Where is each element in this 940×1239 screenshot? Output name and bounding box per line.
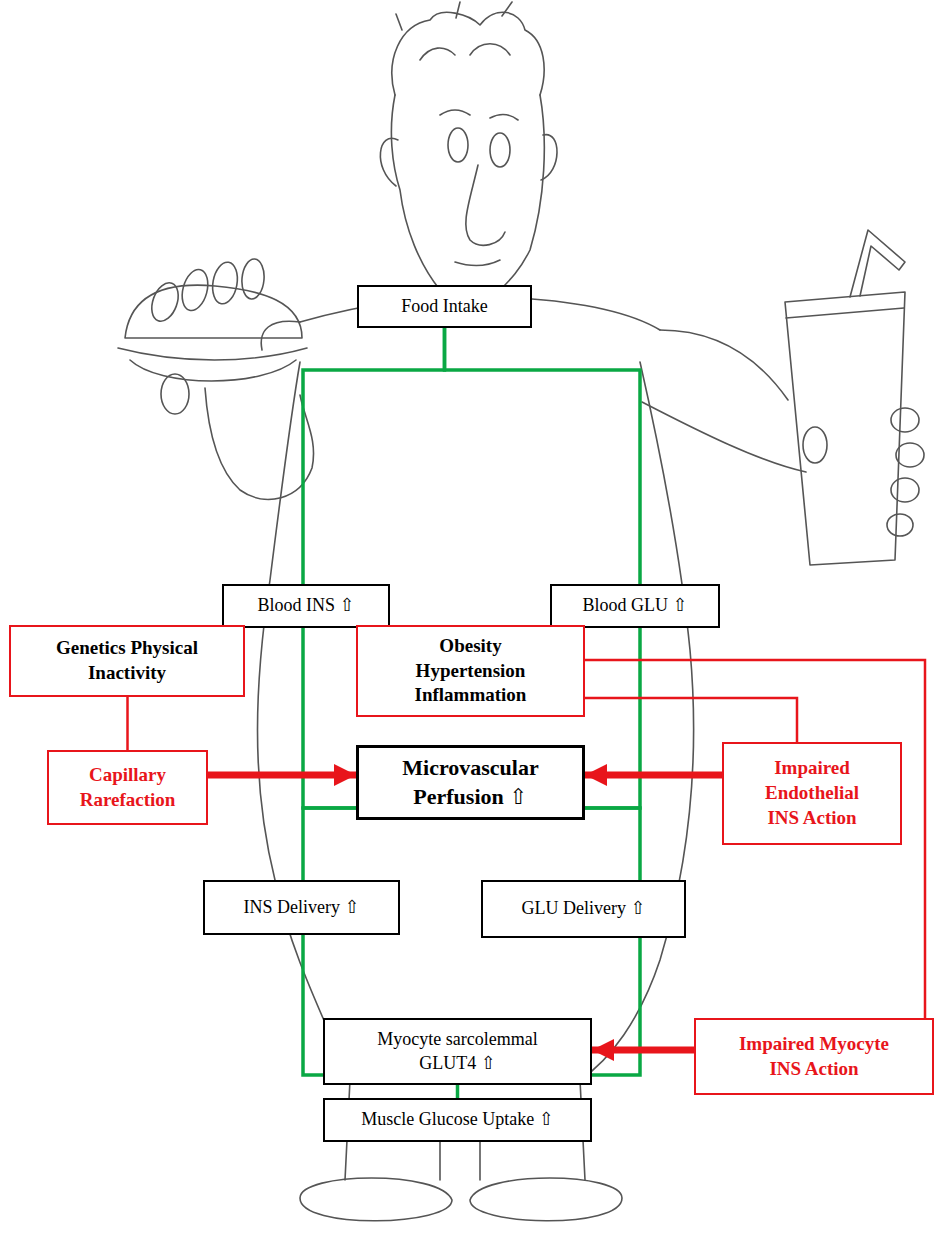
- flow-line: [303, 628, 356, 808]
- influence-line: [126, 697, 129, 750]
- node-label: Microvascular Perfusion ⇧: [383, 754, 558, 811]
- node-label: Myocyte sarcolemmal GLUT4 ⇧: [358, 1028, 558, 1075]
- node-label: Capillary Rarefaction: [68, 763, 188, 812]
- node-label: Obesity Hypertension Inflammation: [406, 634, 536, 708]
- process-box: INS Delivery ⇧: [203, 880, 400, 935]
- ear: [380, 138, 398, 186]
- influence-arrow: [592, 1047, 694, 1054]
- finger: [147, 279, 183, 325]
- flow-line: [445, 328, 641, 584]
- arm: [261, 321, 300, 350]
- node-label: Impaired Endothelial INS Action: [747, 756, 877, 830]
- node-label: Food Intake: [401, 295, 487, 318]
- influence-arrow: [585, 772, 722, 779]
- finger: [896, 443, 924, 467]
- nose: [466, 165, 505, 245]
- hair: [392, 12, 544, 95]
- process-box: Muscle Glucose Uptake ⇧: [323, 1098, 592, 1142]
- influence-line: [585, 698, 797, 742]
- node-label: INS Delivery ⇧: [243, 896, 359, 919]
- straw: [850, 230, 905, 297]
- cup-lid: [786, 308, 904, 318]
- burger-patty: [118, 348, 307, 360]
- foot: [470, 1178, 622, 1221]
- factor-box: Genetics Physical Inactivity: [9, 625, 245, 697]
- impairment-box: Capillary Rarefaction: [47, 750, 208, 825]
- flow-line: [585, 628, 640, 808]
- thumb: [161, 374, 189, 414]
- central-box: Microvascular Perfusion ⇧: [356, 745, 585, 820]
- thumb: [803, 427, 827, 463]
- impairment-box: Impaired Endothelial INS Action: [722, 742, 902, 845]
- process-box: GLU Delivery ⇧: [481, 880, 686, 938]
- node-label: Genetics Physical Inactivity: [42, 636, 212, 685]
- eyebrows: [440, 110, 518, 120]
- finger: [891, 408, 919, 432]
- torso-right: [580, 362, 694, 1080]
- influence-line: [585, 660, 925, 1018]
- flow-line: [592, 938, 640, 1075]
- impairment-box: Impaired Myocyte INS Action: [694, 1018, 934, 1095]
- foot: [300, 1178, 452, 1221]
- process-box: Blood GLU ⇧: [550, 584, 720, 628]
- flow-line: [585, 808, 640, 880]
- node-label: Blood INS ⇧: [257, 594, 354, 617]
- arm: [660, 330, 788, 400]
- factor-box: Obesity Hypertension Inflammation: [356, 625, 585, 717]
- face-right: [500, 95, 544, 290]
- arm: [642, 402, 806, 472]
- ear: [541, 135, 557, 180]
- influence-arrow: [208, 772, 356, 779]
- node-label: Muscle Glucose Uptake ⇧: [361, 1108, 554, 1131]
- arm: [205, 388, 314, 499]
- burger-bun: [130, 360, 296, 381]
- node-label: Blood GLU ⇧: [582, 594, 687, 617]
- flow-line: [303, 808, 356, 880]
- shoulder: [520, 298, 660, 330]
- process-box: Food Intake: [357, 285, 532, 328]
- flow-line: [456, 1085, 460, 1098]
- process-box: Myocyte sarcolemmal GLUT4 ⇧: [323, 1018, 592, 1085]
- finger: [891, 478, 919, 502]
- node-label: GLU Delivery ⇧: [521, 897, 645, 920]
- node-label: Impaired Myocyte INS Action: [727, 1032, 902, 1081]
- finger: [178, 267, 212, 314]
- flow-line: [303, 328, 445, 584]
- finger: [240, 258, 265, 300]
- face-left: [391, 95, 440, 290]
- flow-line: [303, 935, 323, 1075]
- mouth: [455, 260, 500, 266]
- eye: [448, 128, 468, 162]
- finger: [210, 260, 241, 306]
- process-box: Blood INS ⇧: [222, 584, 390, 628]
- eye: [490, 133, 510, 167]
- finger: [887, 514, 913, 536]
- hair-strands: [396, 2, 512, 60]
